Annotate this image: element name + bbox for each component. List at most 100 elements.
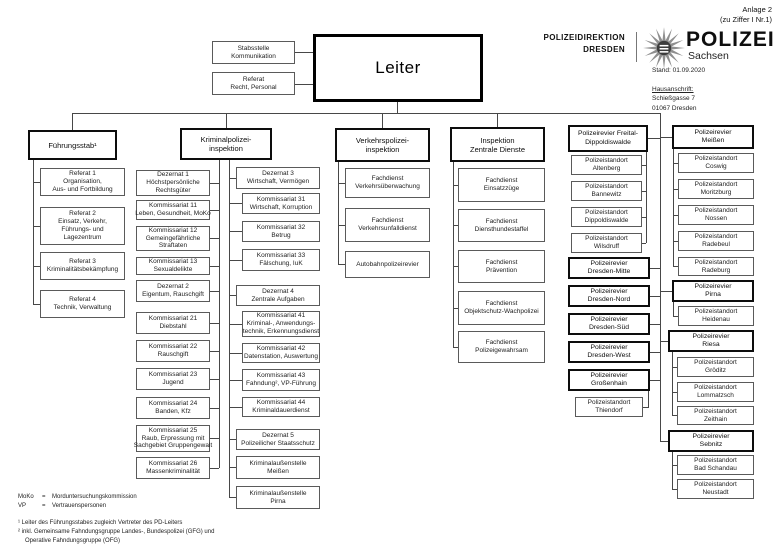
connector-line [673, 302, 674, 317]
node-label: Autobahnpolizeirevier [356, 260, 419, 268]
node-label: Sebnitz [699, 441, 723, 448]
node-label: inspektion [365, 145, 400, 154]
node-leiter: Leiter [313, 34, 483, 102]
node-label: Straftaten [158, 242, 188, 250]
node-label: Polizeistandort [694, 384, 737, 392]
node-label: Kommissariat 44 [256, 399, 306, 407]
connector-line [453, 266, 458, 267]
connector-line [210, 210, 219, 211]
node-label: Polizeirevier [692, 432, 730, 440]
node-label: Radeburg [701, 266, 731, 274]
node-label: Dresden-Nord [587, 296, 631, 303]
connector-line [338, 264, 345, 265]
node-label: Polizeirevier Freital- [577, 130, 639, 138]
node-label: Zentrale Aufgaben [251, 295, 305, 303]
connector-line [648, 138, 660, 139]
connector-line [673, 149, 674, 267]
connector-line [660, 341, 668, 342]
node-label: Polizeistandort [694, 359, 737, 367]
polizei-sachsen-star-icon [643, 27, 685, 69]
abbr-eq: = [42, 494, 46, 500]
node-fuehrungsstab: Führungsstab¹ [28, 130, 117, 160]
node-label: Kommissariat 22 [148, 343, 198, 351]
node-label: Kommissariat 26 [148, 460, 198, 468]
node-label: Polizeigewahrsam [475, 347, 528, 354]
node-label: Coswig [705, 163, 727, 170]
node-label: Polizeirevier [694, 282, 732, 290]
stand-date: Stand: 01.09.2020 [652, 67, 706, 74]
connector-line [229, 497, 236, 498]
node-label: Sachgebiet Gruppengewalt [133, 442, 213, 450]
address-label: Hausanschrift: [652, 86, 694, 93]
connector-line [672, 452, 673, 490]
node-label: Polizeistandort [694, 155, 738, 163]
connector-line [650, 380, 660, 381]
connector-line [673, 266, 678, 267]
node-label: Referat 2 [69, 210, 96, 218]
node-label: Einsatzzüge [483, 185, 520, 192]
connector-line [229, 160, 230, 497]
node-label: Dezernat 5 [262, 431, 294, 439]
node-label: Altenberg [592, 165, 621, 172]
node-label: Polizeirevier [590, 371, 628, 379]
connector-line [210, 351, 219, 352]
connector-line [672, 367, 677, 368]
connector-line [648, 391, 649, 408]
connector-line [397, 102, 398, 113]
node-label: Polizeirevier [590, 259, 628, 267]
abbr-eq: = [42, 503, 46, 510]
node-label: Kommissariat 31 [256, 195, 306, 203]
connector-line [660, 291, 672, 292]
connector-line [210, 438, 219, 439]
node-label: Kriminalitätsbekämpfung [46, 266, 119, 273]
node-label: Banden, Kfz [155, 408, 191, 415]
connector-line [497, 113, 498, 127]
node-label: Dippoldiswalde [584, 217, 629, 224]
node-label: Kommissariat 32 [256, 223, 306, 231]
node-label: Kriminaldauerdienst [252, 407, 310, 414]
address-street: Schießgasse 7 [652, 95, 695, 103]
node-label: Polizeistandort [694, 258, 738, 266]
connector-line [33, 182, 40, 183]
connector-line [673, 163, 678, 164]
node-label: Zentrale Dienste [469, 144, 526, 154]
node-label: Neustadt [702, 489, 729, 496]
connector-line [650, 268, 660, 269]
node-label: Polizeistandort [694, 308, 738, 316]
node-label: Kriminal-, Anwendungs- [246, 320, 316, 328]
connector-line [210, 408, 219, 409]
abbr-text: Morduntersuchungskommission [52, 494, 137, 500]
address-city: 01067 Dresden [652, 104, 697, 112]
node-label: Objektschutz-Wachpolizei [464, 308, 539, 315]
node-label: Dresden-Süd [588, 324, 630, 331]
node-label: Kommissariat 11 [149, 202, 197, 210]
node-label: Polizeirevier [692, 332, 730, 340]
brand-sachsen: Sachsen [688, 50, 729, 62]
node-label: Kommissariat 13 [148, 258, 198, 266]
node-label: Kommissariat 21 [148, 315, 198, 323]
connector-line [672, 415, 677, 416]
node-label: Fahndung², VP-Führung [245, 380, 317, 387]
node-label: Dippoldiswalde [585, 138, 631, 146]
node-label: Kriminalpolizei- [200, 135, 252, 144]
node-label: Polizeirevier [590, 287, 628, 295]
node-label: inspektion [209, 144, 243, 153]
connector-line [338, 183, 345, 184]
node-label: Verkehrsüberwachung [355, 183, 420, 190]
